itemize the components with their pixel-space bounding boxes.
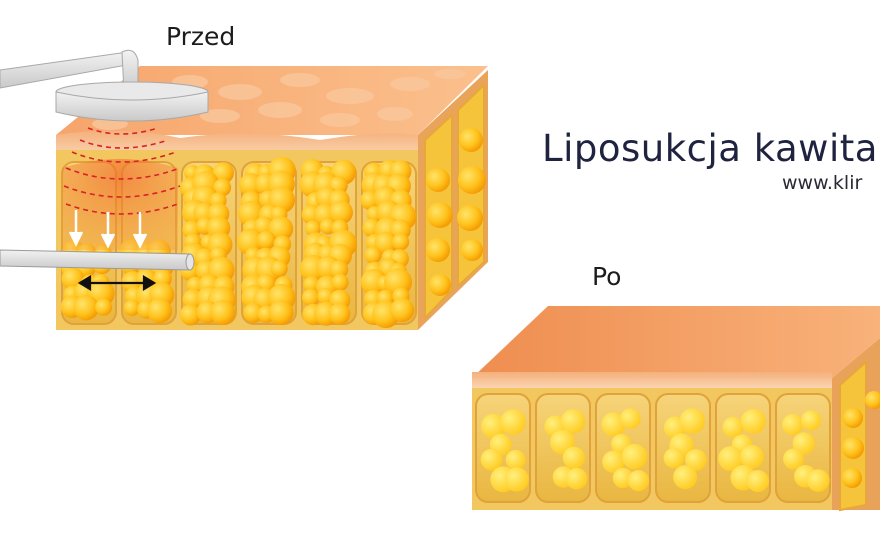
fat-globule [481, 413, 506, 439]
fat-globule [302, 288, 320, 307]
fat-globule [364, 246, 382, 264]
fat-globule [390, 298, 415, 323]
fat-globule [747, 470, 770, 493]
website-url: www.klir [782, 172, 863, 194]
after-fat-cells [475, 393, 831, 503]
fat-globule [562, 446, 586, 469]
fat-globule [270, 260, 288, 278]
fat-globule [500, 409, 526, 435]
fat-globule [392, 233, 410, 251]
fat-globule [621, 443, 648, 470]
fat-globule [807, 469, 830, 492]
fat-globule [374, 231, 398, 255]
after-tissue-block [472, 306, 880, 512]
fat-globule [504, 467, 529, 492]
fat-globule [328, 303, 351, 325]
fat-globule [783, 448, 804, 470]
double-arrow-icon [77, 275, 157, 291]
fat-globule [801, 410, 822, 431]
fat-globule [601, 412, 626, 437]
fat-globule [212, 162, 234, 184]
fat-globule [722, 416, 744, 438]
fat-globule [210, 300, 236, 326]
fat-globule [147, 298, 173, 324]
fat-globule [304, 220, 321, 237]
fat-globule [685, 449, 707, 471]
fat-globule [792, 432, 815, 455]
label-after: Po [592, 262, 622, 291]
fat-globule [560, 409, 586, 434]
after-dermis [472, 372, 832, 390]
fat-globule [505, 449, 526, 470]
fat-globule [619, 408, 641, 429]
before-tissue-block [0, 49, 488, 330]
after-fat-layer [472, 388, 832, 510]
fat-globule [123, 299, 141, 316]
fat-globule [95, 298, 113, 316]
fat-globule [663, 447, 685, 469]
fat-globule [740, 444, 764, 469]
before-side-cells [424, 82, 486, 321]
cannula-probe-icon [0, 249, 195, 271]
fat-globule [257, 230, 276, 250]
fat-globule [179, 304, 202, 326]
after-side-cells [839, 359, 880, 512]
fat-globule [565, 467, 588, 490]
fat-globule [781, 413, 804, 436]
fat-globule [612, 467, 634, 489]
fat-globule [73, 295, 99, 321]
arrow-down-icon [68, 210, 148, 249]
fat-globule [303, 276, 320, 293]
fat-globule [268, 216, 294, 242]
fat-globule [740, 408, 766, 434]
page-title: Liposukcja kawita [542, 127, 878, 170]
fat-globule [243, 302, 264, 323]
fat-globule [673, 465, 698, 490]
fat-globule [627, 470, 650, 492]
label-before: Przed [166, 22, 236, 51]
fat-globule [328, 200, 353, 225]
fat-globule [331, 273, 349, 291]
fat-globule [602, 450, 625, 474]
ultrasound-device-icon [0, 49, 209, 122]
ultrasound-wave-zone [62, 127, 181, 250]
fat-globule [329, 260, 349, 280]
after-skin-top [472, 306, 880, 378]
fat-globule [480, 448, 503, 471]
fat-globule [679, 408, 706, 434]
fat-globule [718, 446, 744, 471]
fat-globule [268, 300, 294, 326]
fat-globule [213, 178, 232, 197]
